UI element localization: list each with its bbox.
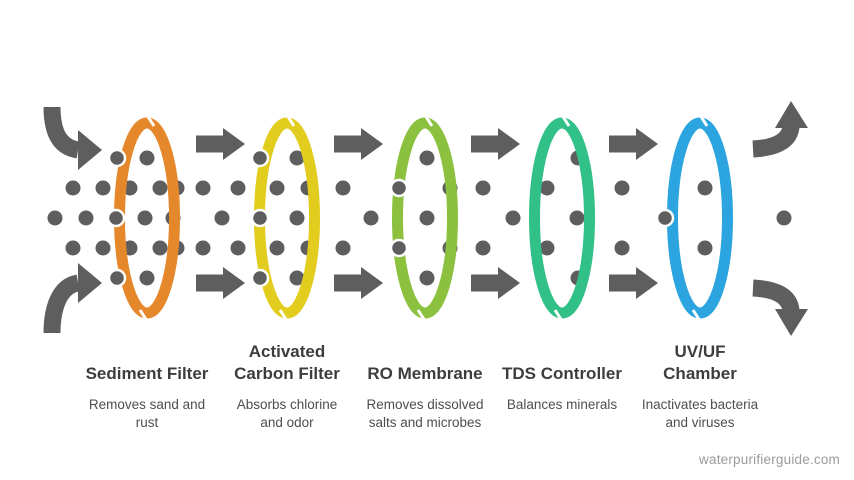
- trapped-impurity-dot: [107, 268, 127, 288]
- ring-split-top: [143, 111, 156, 127]
- impurity-dot: [776, 210, 792, 226]
- impurity-dot: [363, 210, 379, 226]
- impurity-dot: [569, 210, 585, 226]
- stage-description: Removes sand and rust: [88, 397, 206, 430]
- trapped-impurity-dot: [106, 208, 126, 228]
- ring-split-top: [421, 111, 434, 127]
- watermark-text: waterpurifierguide.com: [699, 452, 840, 467]
- outlet-bottom-arrowhead: [775, 309, 808, 336]
- ring-split-bottom: [553, 309, 566, 325]
- impurity-dot: [539, 180, 555, 196]
- impurity-dot: [195, 180, 211, 196]
- impurity-dot: [697, 240, 713, 256]
- ring-split-bottom: [278, 309, 291, 325]
- impurity-dot: [65, 240, 81, 256]
- impurity-dot: [539, 240, 555, 256]
- impurity-dot: [335, 180, 351, 196]
- impurity-dot: [139, 150, 155, 166]
- outlet-top-arrowhead: [775, 101, 808, 128]
- impurity-dot: [152, 240, 168, 256]
- stage-label-uv-uf-chamber: UV/UF Chamber Inactivates bacteria and v…: [620, 341, 780, 431]
- impurity-dot: [269, 180, 285, 196]
- outlet-bottom-arrow: [752, 279, 800, 313]
- impurity-dot: [697, 180, 713, 196]
- impurity-dot: [505, 210, 521, 226]
- trapped-impurity-dot: [107, 148, 127, 168]
- flow-arrow: [196, 128, 245, 160]
- inlet-bottom-arrowhead: [78, 263, 102, 303]
- impurity-dot: [614, 240, 630, 256]
- flow-arrow: [609, 267, 658, 299]
- impurity-dot: [95, 180, 111, 196]
- flow-arrow: [334, 128, 383, 160]
- impurity-dot: [614, 180, 630, 196]
- impurity-dot: [65, 180, 81, 196]
- impurity-dot: [289, 210, 305, 226]
- outlet-top-arrow: [752, 124, 800, 158]
- stage-description: Removes dissolved salts and microbes: [366, 397, 484, 430]
- flow-arrow: [196, 267, 245, 299]
- ring-split-bottom: [138, 309, 151, 325]
- impurity-dot: [419, 210, 435, 226]
- filter-ring-tds-controller: [529, 117, 595, 319]
- stage-label-activated-carbon-filter: Activated Carbon Filter Absorbs chlorine…: [207, 341, 367, 431]
- ring-split-bottom: [691, 309, 704, 325]
- inlet-top-arrowhead: [78, 130, 102, 170]
- flow-arrow: [471, 128, 520, 160]
- impurity-dot: [475, 240, 491, 256]
- ring-split-top: [696, 111, 709, 127]
- trapped-impurity-dot: [389, 178, 409, 198]
- stage-label-sediment-filter: Sediment Filter Removes sand and rust: [67, 341, 227, 431]
- flow-arrow: [471, 267, 520, 299]
- ring-split-bottom: [416, 309, 429, 325]
- impurity-dot: [230, 180, 246, 196]
- impurity-dot: [137, 210, 153, 226]
- stage-title: RO Membrane: [367, 364, 483, 383]
- stage-label-ro-membrane: RO Membrane Removes dissolved salts and …: [345, 341, 505, 431]
- filter-ring-ro-membrane: [392, 117, 458, 319]
- impurity-dot: [195, 240, 211, 256]
- stage-title: UV/UF Chamber: [663, 342, 737, 383]
- impurity-dot: [230, 240, 246, 256]
- filter-ring-uv-uf-chamber: [667, 117, 733, 319]
- inlet-top-arrow: [43, 106, 81, 159]
- impurity-dot: [289, 150, 305, 166]
- impurity-dot: [419, 270, 435, 286]
- stage-label-tds-controller: TDS Controller Balances minerals: [482, 341, 642, 414]
- stage-description: Inactivates bacteria and viruses: [641, 397, 759, 430]
- impurity-dot: [78, 210, 94, 226]
- impurity-dot: [139, 270, 155, 286]
- impurity-dot: [419, 150, 435, 166]
- impurity-dot: [214, 210, 230, 226]
- impurity-dot: [47, 210, 63, 226]
- trapped-impurity-dot: [655, 208, 675, 228]
- flow-arrow: [609, 128, 658, 160]
- stage-title: Sediment Filter: [85, 364, 209, 383]
- stage-title: TDS Controller: [502, 364, 622, 383]
- inlet-bottom-arrow: [43, 274, 81, 334]
- impurity-dot: [475, 180, 491, 196]
- impurity-dot: [289, 270, 305, 286]
- trapped-impurity-dot: [250, 148, 270, 168]
- trapped-impurity-dot: [389, 238, 409, 258]
- trapped-impurity-dot: [250, 268, 270, 288]
- impurity-dot: [335, 240, 351, 256]
- impurity-dot: [269, 240, 285, 256]
- stage-description: Absorbs chlorine and odor: [236, 397, 338, 430]
- stage-description: Balances minerals: [506, 397, 618, 412]
- ring-split-top: [558, 111, 571, 127]
- impurity-dot: [152, 180, 168, 196]
- impurity-dot: [95, 240, 111, 256]
- trapped-impurity-dot: [250, 208, 270, 228]
- ring-split-top: [283, 111, 296, 127]
- stage-title: Activated Carbon Filter: [234, 342, 340, 383]
- flow-arrow: [334, 267, 383, 299]
